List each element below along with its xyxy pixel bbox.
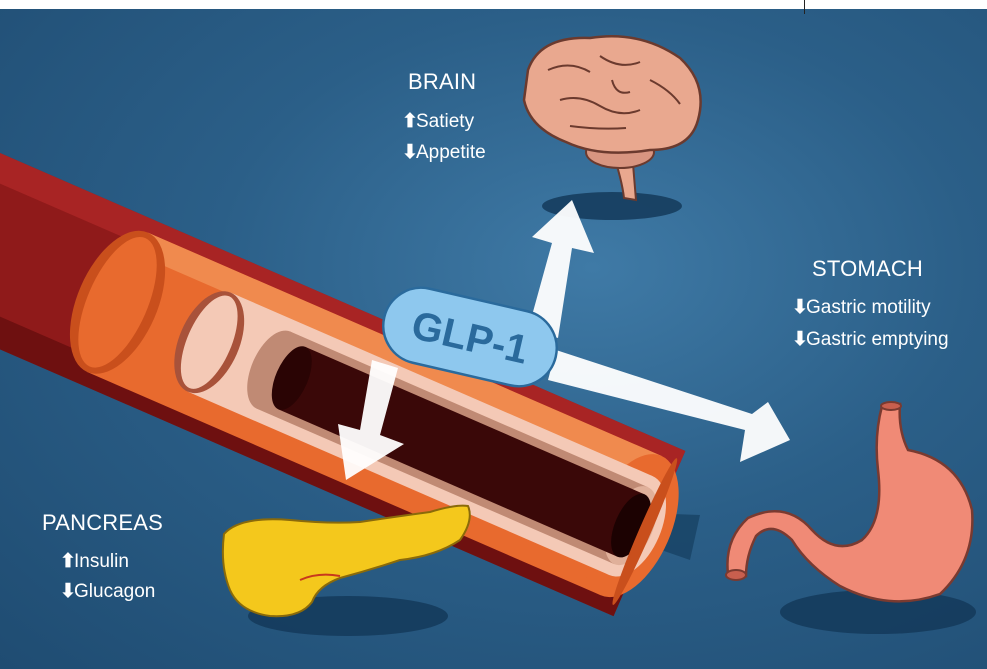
brain-title: BRAIN [408,69,476,95]
stomach-effect-motility: ⬇ Gastric motility [792,296,931,319]
stomach-effect-label: Gastric motility [806,297,931,319]
pancreas-effect-insulin: ⬆ Insulin [60,550,129,573]
brain-effect-satiety: ⬆ Satiety [402,110,474,133]
down-arrow-icon: ⬇ [60,580,72,603]
stomach-effect-label: Gastric emptying [806,329,949,351]
pancreas-title: PANCREAS [42,510,163,536]
stomach-title: STOMACH [812,256,923,282]
down-arrow-icon: ⬇ [402,141,414,164]
stomach-effect-emptying: ⬇ Gastric emptying [792,328,949,351]
down-arrow-icon: ⬇ [792,296,804,319]
brain-icon [524,36,701,200]
up-arrow-icon: ⬆ [60,550,72,573]
pancreas-effect-glucagon: ⬇ Glucagon [60,580,155,603]
brain-effect-label: Appetite [416,142,486,164]
down-arrow-icon: ⬇ [792,328,804,351]
brain-effect-appetite: ⬇ Appetite [402,141,486,164]
brain-effect-label: Satiety [416,111,474,133]
pancreas-effect-label: Glucagon [74,581,155,603]
up-arrow-icon: ⬆ [402,110,414,133]
pancreas-effect-label: Insulin [74,551,129,573]
